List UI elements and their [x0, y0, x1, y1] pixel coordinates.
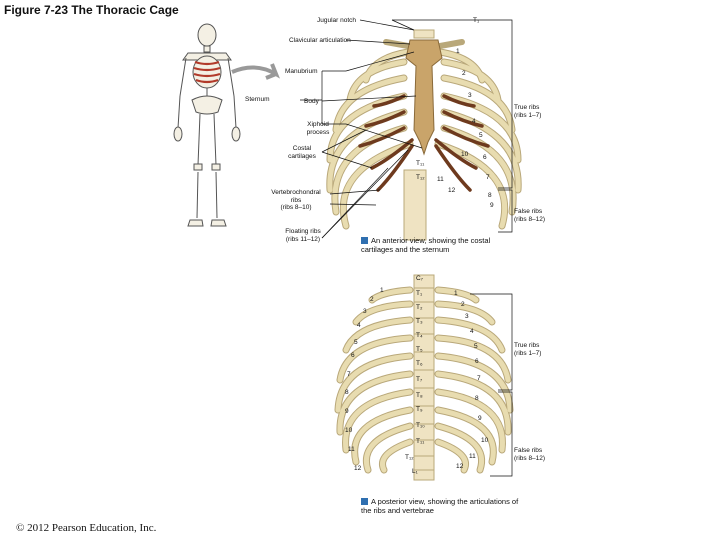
posterior-rib-number-left: 7 — [347, 371, 351, 378]
t9-label: T₉ — [416, 406, 423, 414]
t2-label: T₂ — [416, 304, 423, 312]
anterior-rib-number: 6 — [483, 154, 487, 161]
c7-label: C₇ — [416, 275, 423, 283]
anterior-rib-number: 2 — [462, 70, 466, 77]
true-ribs-posterior-label: True ribs (ribs 1–7) — [514, 342, 541, 357]
t1-posterior-label: T₁ — [416, 290, 422, 298]
t8-label: T₈ — [416, 392, 423, 400]
posterior-rib-number-left: 2 — [370, 296, 374, 303]
caption-marker-b — [361, 498, 368, 505]
caption-marker-a — [361, 237, 368, 244]
anterior-rib-number: 10 — [461, 151, 468, 158]
anterior-rib-number: 11 — [437, 176, 444, 183]
l1-label: L₁ — [412, 468, 418, 476]
anterior-rib-number: 1 — [456, 48, 460, 55]
manubrium-label: Manubrium — [285, 68, 318, 76]
posterior-rib-number-left: 10 — [345, 427, 352, 434]
posterior-rib-number-right: 5 — [474, 343, 478, 350]
posterior-rib-number-left: 3 — [363, 308, 367, 315]
clavicular-articulation-label: Clavicular articulation — [289, 37, 351, 45]
true-ribs-anterior-label: True ribs (ribs 1–7) — [514, 104, 541, 119]
posterior-rib-number-right: 11 — [469, 453, 476, 460]
posterior-rib-number-left: 6 — [351, 352, 355, 359]
anterior-caption-text: An anterior view, showing the costal car… — [361, 236, 490, 254]
t5-label: T₅ — [416, 346, 423, 354]
posterior-rib-number-right: 10 — [481, 437, 488, 444]
t3-label: T₃ — [416, 318, 423, 326]
jugular-notch-label: Jugular notch — [317, 17, 356, 25]
posterior-rib-number-left: 8 — [345, 389, 349, 396]
posterior-rib-number-right: 3 — [465, 313, 469, 320]
anterior-rib-number: 8 — [488, 192, 492, 199]
false-ribs-anterior-label: False ribs (ribs 8–12) — [514, 208, 545, 223]
posterior-rib-number-left: 1 — [380, 287, 384, 294]
t11-posterior-label: T₁₁ — [416, 438, 424, 446]
t10-label: T₁₀ — [416, 422, 425, 430]
skeleton-thumbnail — [174, 24, 240, 226]
vertebrochondral-ribs-label: Vertebrochondral ribs (ribs 8–10) — [262, 189, 330, 212]
t12-posterior-label: T₁₂ — [405, 454, 414, 462]
copyright-notice: © 2012 Pearson Education, Inc. — [16, 522, 156, 534]
costal-cartilages-label: Costal cartilages — [280, 145, 324, 160]
posterior-rib-number-right: 2 — [461, 301, 465, 308]
xiphoid-process-label: Xiphoid process — [290, 121, 346, 136]
t4-label: T₄ — [416, 332, 423, 340]
anterior-rib-number: 4 — [472, 118, 476, 125]
posterior-rib-number-left: 5 — [354, 339, 358, 346]
posterior-rib-number-left: 11 — [348, 446, 355, 453]
posterior-rib-number-left: 12 — [354, 465, 361, 472]
sternum-label: Sternum — [245, 96, 270, 104]
floating-ribs-label: Floating ribs (ribs 11–12) — [276, 228, 330, 243]
posterior-rib-number-right: 12 — [456, 463, 463, 470]
posterior-rib-number-left: 4 — [357, 322, 361, 329]
anterior-rib-number: 12 — [448, 187, 455, 194]
posterior-caption: A posterior view, showing the articulati… — [361, 497, 521, 515]
t12-anterior-label: T₁₂ — [416, 174, 425, 182]
posterior-rib-number-right: 4 — [470, 328, 474, 335]
t11-anterior-label: T₁₁ — [416, 160, 424, 168]
posterior-rib-cage — [338, 275, 510, 480]
anterior-rib-number: 3 — [468, 92, 472, 99]
posterior-rib-number-right: 9 — [478, 415, 482, 422]
t7-label: T₇ — [416, 376, 422, 384]
false-ribs-posterior-label: False ribs (ribs 8–12) — [514, 447, 545, 462]
anterior-rib-number: 7 — [486, 174, 490, 181]
anterior-rib-number: 5 — [479, 132, 483, 139]
t6-label: T₆ — [416, 360, 423, 368]
posterior-rib-number-right: 7 — [477, 375, 481, 382]
posterior-rib-number-left: 9 — [345, 408, 349, 415]
posterior-caption-text: A posterior view, showing the articulati… — [361, 497, 518, 515]
body-label: Body — [304, 98, 319, 106]
anterior-rib-number: 9 — [490, 202, 494, 209]
anterior-caption: An anterior view, showing the costal car… — [361, 236, 511, 254]
posterior-rib-number-right: 8 — [475, 395, 479, 402]
t1-anterior-label: T₁ — [473, 17, 479, 25]
pointer-arrow — [232, 64, 276, 78]
posterior-rib-number-right: 1 — [454, 290, 458, 297]
posterior-rib-number-right: 6 — [475, 358, 479, 365]
